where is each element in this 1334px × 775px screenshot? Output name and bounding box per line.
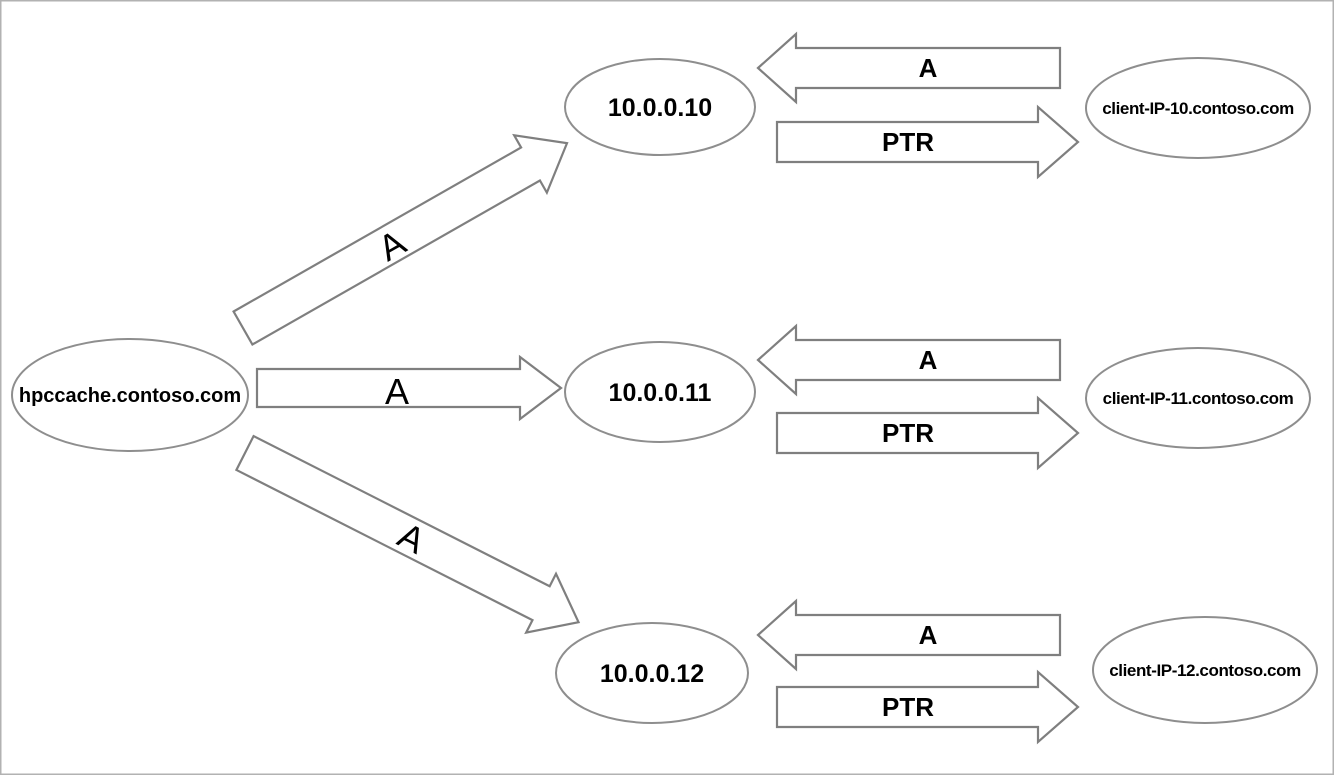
- ptr-label-row3: PTR: [882, 692, 934, 722]
- a-record-arrow-client-to-ip11: [756, 323, 1062, 397]
- client-node-ellipse-12: [1092, 616, 1318, 724]
- ptr-label-row2: PTR: [882, 418, 934, 448]
- ptr-label-row1: PTR: [882, 127, 934, 157]
- ip-node-label-11: 10.0.0.11: [609, 379, 712, 407]
- client-node-label-12: client-IP-12.contoso.com: [1109, 661, 1301, 680]
- ip-node-ellipse-11: [564, 341, 756, 443]
- ip-node-label-10: 10.0.0.10: [608, 94, 712, 122]
- ip-node-ellipse-10: [564, 58, 756, 156]
- a-record-arrow-client-to-ip12: [756, 598, 1062, 672]
- reverse-a-label-row1: A: [919, 53, 938, 83]
- a-record-arrow-client-to-ip10: [756, 31, 1062, 105]
- ptr-arrow-ip11-to-client: [775, 395, 1080, 471]
- reverse-a-label-row3: A: [919, 620, 938, 650]
- ip-node-ellipse-12: [555, 622, 749, 724]
- ptr-arrow-ip10-to-client: [775, 104, 1080, 180]
- client-node-ellipse-10: [1085, 57, 1311, 159]
- ptr-arrow-ip12-to-client: [775, 669, 1080, 745]
- client-node-ellipse-11: [1085, 347, 1311, 449]
- source-node-label: hpccache.contoso.com: [19, 385, 241, 407]
- a-record-arrow-source-to-ip10: [232, 133, 569, 347]
- a-record-label-row2: A: [385, 371, 409, 412]
- client-node-label-11: client-IP-11.contoso.com: [1103, 389, 1294, 408]
- a-record-arrow-source-to-ip11: [255, 354, 563, 422]
- reverse-a-label-row2: A: [919, 345, 938, 375]
- a-record-arrow-source-to-ip12: [234, 434, 581, 635]
- client-node-label-10: client-IP-10.contoso.com: [1102, 99, 1294, 118]
- source-node-ellipse: [11, 338, 249, 452]
- ip-node-label-12: 10.0.0.12: [600, 660, 704, 688]
